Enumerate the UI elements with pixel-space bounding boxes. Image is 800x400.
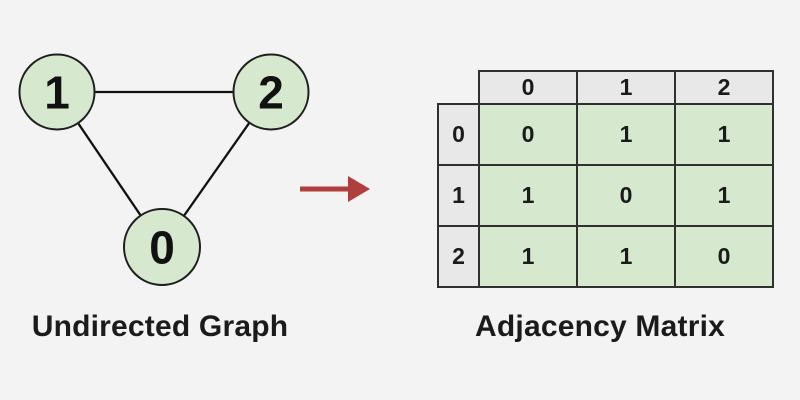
matrix-cell: 0 (478, 103, 578, 166)
undirected-graph: 1 2 0 (18, 53, 310, 286)
graph-caption: Undirected Graph (31, 310, 289, 343)
graph-node-2 (232, 53, 310, 131)
right-arrow-icon (300, 176, 370, 202)
matrix-row-header: 0 (437, 103, 480, 166)
graph-node-label: 0 (149, 222, 175, 274)
matrix-cell: 0 (674, 225, 774, 288)
matrix-col-header: 0 (478, 70, 578, 105)
matrix-row-header: 1 (437, 164, 480, 227)
graph-node-1 (18, 53, 96, 131)
matrix-cell: 1 (674, 103, 774, 166)
matrix-caption: Adjacency Matrix (475, 310, 725, 343)
matrix-col-header: 2 (674, 70, 774, 105)
matrix-col-header: 1 (576, 70, 676, 105)
matrix-cell: 1 (576, 103, 676, 166)
matrix-cell: 1 (674, 164, 774, 227)
graph-node-label: 1 (44, 67, 70, 119)
matrix-row-header: 2 (437, 225, 480, 288)
matrix-corner-cell (438, 71, 479, 104)
arrow-shaft (300, 186, 352, 192)
graph-node-0 (123, 208, 201, 286)
arrow-head (348, 176, 370, 202)
graph-node-label: 2 (258, 67, 284, 119)
matrix-cell: 0 (576, 164, 676, 227)
matrix-cell: 1 (478, 164, 578, 227)
matrix-cell: 1 (478, 225, 578, 288)
matrix-cell: 1 (576, 225, 676, 288)
